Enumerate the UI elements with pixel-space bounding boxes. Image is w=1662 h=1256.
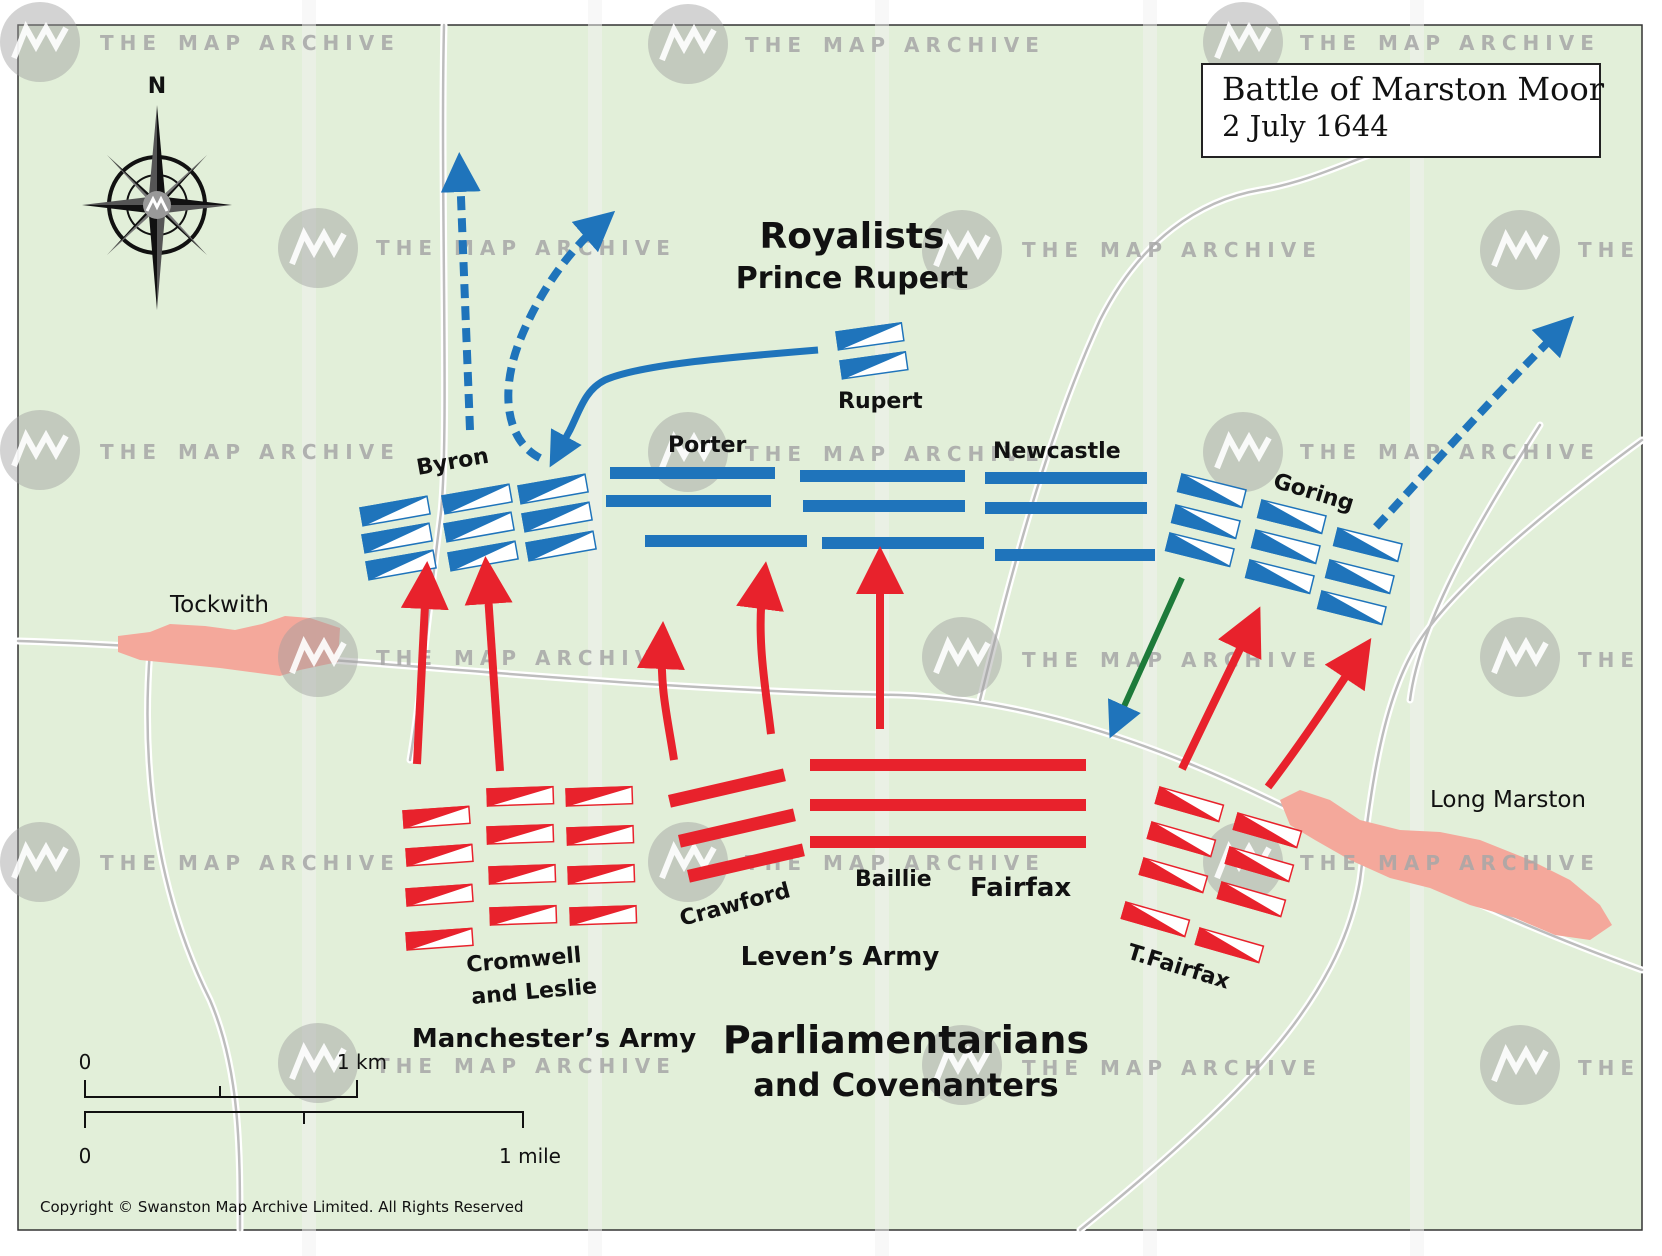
svg-text:THE: THE xyxy=(1300,851,1362,875)
svg-text:MAP ARCHIVE: MAP ARCHIVE xyxy=(178,440,400,464)
crawford-attack-arrow xyxy=(636,621,685,761)
royalist-cavalry-goring xyxy=(1164,472,1403,626)
svg-text:THE: THE xyxy=(1300,440,1362,464)
prince-rupert-label: Prince Rupert xyxy=(736,261,968,296)
svg-text:MAP ARCHIVE: MAP ARCHIVE xyxy=(178,851,400,875)
tfairfax-attack-arrow-2 xyxy=(1264,638,1372,790)
parliamentarians-label: Parliamentarians xyxy=(723,1018,1089,1062)
goring-pursuit-arrow xyxy=(1373,315,1575,530)
rupert-label: Rupert xyxy=(838,389,923,414)
km-scale-label: 1 km xyxy=(337,1050,387,1074)
svg-text:MAP ARCHIVE: MAP ARCHIVE xyxy=(1378,31,1600,55)
svg-text:MAP ARCHIVE: MAP ARCHIVE xyxy=(1100,648,1322,672)
svg-text:THE: THE xyxy=(376,1054,438,1078)
km-scale-line xyxy=(84,1080,358,1098)
svg-text:THE: THE xyxy=(1022,648,1084,672)
watermark-stripes xyxy=(302,0,1424,1256)
title-box: Battle of Marston Moor 2 July 1644 xyxy=(1201,63,1605,158)
svg-text:MAP ARCHIVE: MAP ARCHIVE xyxy=(1100,238,1322,262)
mile-scale-zero: 0 xyxy=(79,1144,92,1168)
parliament-cavalry-right xyxy=(1120,785,1303,964)
km-scale-zero: 0 xyxy=(79,1050,92,1074)
goring-counterattack-arrow xyxy=(1107,576,1185,739)
mile-scale-label: 1 mile xyxy=(499,1144,561,1168)
svg-text:MAP ARCHIVE: MAP ARCHIVE xyxy=(178,31,400,55)
fairfax-label: Fairfax xyxy=(970,873,1071,903)
watermarks: THE MAP ARCHIVE THE MAP ARCHIVE THE MAP … xyxy=(0,2,1640,1105)
village-long-marston xyxy=(1280,790,1612,940)
parliament-movements xyxy=(400,546,1372,790)
svg-text:MAP ARCHIVE: MAP ARCHIVE xyxy=(823,851,1045,875)
royalists-label: Royalists xyxy=(760,216,945,257)
manchesters-army-label: Manchester’s Army xyxy=(412,1024,696,1054)
royalist-movements xyxy=(440,152,1575,530)
svg-text:MAP ARCHIVE: MAP ARCHIVE xyxy=(454,646,676,670)
svg-text:THE: THE xyxy=(100,851,162,875)
svg-text:MAP ARCHIVE: MAP ARCHIVE xyxy=(1378,440,1600,464)
svg-text:THE: THE xyxy=(100,31,162,55)
compass-rose-icon xyxy=(82,105,232,310)
parliament-cavalry-left xyxy=(402,785,638,951)
goring-counterattack xyxy=(1107,576,1185,739)
compass-north-label: N xyxy=(148,74,166,99)
svg-text:MAP ARCHIVE: MAP ARCHIVE xyxy=(823,33,1045,57)
parliament-labels: Cromwell and Leslie Crawford Baillie Fai… xyxy=(412,867,1233,1104)
cromwell-attack-arrow-1 xyxy=(400,561,449,765)
svg-text:MAP ARCHIVE: MAP ARCHIVE xyxy=(1100,1056,1322,1080)
baillie-label: Baillie xyxy=(855,867,932,892)
svg-text:MAP ARCHIVE: MAP ARCHIVE xyxy=(454,1054,676,1078)
parliament-infantry xyxy=(668,759,1086,883)
rupert-advance-arrow xyxy=(549,346,819,468)
svg-text:THE: THE xyxy=(745,442,807,466)
levens-army-label: Leven’s Army xyxy=(741,942,940,972)
svg-text:THE: THE xyxy=(1578,238,1640,262)
svg-text:MAP ARCHIVE: MAP ARCHIVE xyxy=(454,236,676,260)
mile-scale-line xyxy=(84,1111,524,1128)
byron-retreat-arrow-2 xyxy=(504,210,616,462)
map-date: 2 July 1644 xyxy=(1222,109,1389,143)
tockwith-label: Tockwith xyxy=(169,592,269,618)
svg-text:THE: THE xyxy=(1022,238,1084,262)
svg-text:THE: THE xyxy=(1300,31,1362,55)
svg-text:THE: THE xyxy=(1022,1056,1084,1080)
royalist-cavalry-rupert xyxy=(835,321,909,380)
royalist-infantry xyxy=(606,467,1155,561)
cromwell-attack-arrow-2 xyxy=(464,556,513,772)
covenanters-label: and Covenanters xyxy=(753,1066,1058,1104)
copyright-notice: Copyright © Swanston Map Archive Limited… xyxy=(40,1198,524,1216)
baillie-attack-arrow-1 xyxy=(736,561,784,735)
map-title: Battle of Marston Moor xyxy=(1222,70,1605,108)
long-marston-label: Long Marston xyxy=(1430,787,1586,813)
scale-bar xyxy=(84,1080,524,1128)
svg-text:THE: THE xyxy=(1578,1056,1640,1080)
svg-text:THE: THE xyxy=(376,236,438,260)
newcastle-label: Newcastle xyxy=(993,439,1121,464)
svg-text:MAP ARCHIVE: MAP ARCHIVE xyxy=(1378,851,1600,875)
svg-text:THE: THE xyxy=(1578,648,1640,672)
place-labels: Tockwith Long Marston xyxy=(169,592,1586,813)
porter-label: Porter xyxy=(668,433,747,458)
svg-text:THE: THE xyxy=(745,33,807,57)
svg-text:THE: THE xyxy=(376,646,438,670)
svg-text:THE: THE xyxy=(100,440,162,464)
tfairfax-attack-arrow-1 xyxy=(1178,606,1262,771)
svg-text:MAP ARCHIVE: MAP ARCHIVE xyxy=(823,442,1045,466)
